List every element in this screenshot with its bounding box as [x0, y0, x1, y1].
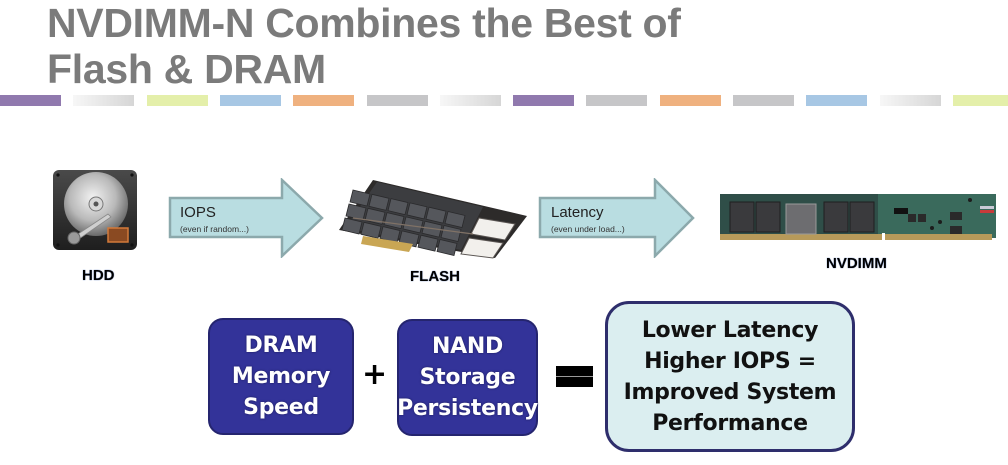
flash-chip: [368, 193, 390, 211]
flash-chip: [440, 225, 462, 242]
flash-chip: [417, 234, 439, 252]
color-bar-segment: [367, 95, 428, 106]
nand-term-line-2: Storage: [419, 365, 516, 390]
nand-term-box: NAND Storage Persistency: [397, 319, 538, 436]
result-box: Lower Latency Higher IOPS = Improved Sys…: [605, 301, 855, 452]
color-bar-segment: [0, 95, 61, 106]
color-bar-segment: [440, 95, 501, 106]
color-bar-segment: [586, 95, 647, 106]
color-bar-segment: [147, 95, 208, 106]
nvdimm-image: [718, 192, 998, 242]
color-bar-segment: [220, 95, 281, 106]
nvdimm-module-icon: [720, 194, 996, 241]
color-bar-segment: [513, 95, 574, 106]
result-line-1: Lower Latency: [641, 317, 819, 343]
nand-term-line-3: Persistency: [397, 396, 538, 421]
color-bar-segment: [806, 95, 867, 106]
slide-title-line-1: NVDIMM-N Combines the Best of: [47, 0, 681, 46]
color-bar-segment: [293, 95, 354, 106]
color-bar-segment: [660, 95, 721, 106]
plus-sign: +: [362, 357, 388, 392]
decorative-color-bar: [0, 95, 1008, 107]
flash-chip: [436, 239, 458, 256]
equals-sign: =: [556, 366, 593, 387]
flash-chip: [406, 202, 428, 220]
result-line-3: Improved System: [623, 379, 837, 405]
color-bar-segment: [733, 95, 794, 106]
stage-label-flash: FLASH: [410, 268, 460, 285]
arrow-label-latency: Latency: [551, 204, 604, 221]
flash-chip: [444, 211, 466, 228]
right-arrow-icon: [168, 177, 324, 259]
dram-term-box: DRAM Memory Speed: [208, 318, 354, 435]
flash-chip: [387, 198, 409, 216]
flash-chip: [360, 221, 382, 239]
flash-chip: [425, 206, 447, 224]
nand-term-line-1: NAND: [432, 334, 503, 359]
flash-chip: [349, 189, 371, 207]
stage-label-nvdimm: NVDIMM: [826, 255, 887, 272]
dram-term-line-2: Memory: [231, 364, 331, 389]
flash-chip: [421, 220, 443, 238]
color-bar-segment: [953, 95, 1008, 106]
flow-arrow-iops: [168, 177, 328, 259]
equals-divider: [556, 376, 593, 377]
result-line-4: Performance: [652, 410, 808, 436]
arrow-sublabel-iops: (even if random...): [180, 224, 249, 234]
color-bar-segment: [880, 95, 941, 106]
flow-arrow-latency: [538, 176, 698, 260]
flash-chip: [341, 217, 363, 235]
equals-bottom-bar: [556, 377, 593, 387]
color-bar-segment: [73, 95, 134, 106]
arrow-sublabel-latency: (even under load...): [551, 224, 625, 234]
hdd-image: [50, 168, 140, 254]
flash-pcie-card-icon: [339, 180, 527, 259]
stage-label-hdd: HDD: [82, 267, 115, 284]
result-line-2: Higher IOPS =: [644, 348, 816, 374]
equals-top-bar: [556, 366, 593, 376]
hard-disk-drive-icon: [53, 170, 137, 250]
slide-title: NVDIMM-N Combines the Best of Flash & DR…: [47, 0, 681, 92]
flash-chip: [345, 203, 367, 221]
dram-term-line-1: DRAM: [244, 333, 318, 358]
dram-term-line-3: Speed: [243, 395, 319, 420]
slide-title-line-2: Flash & DRAM: [47, 46, 326, 92]
arrow-label-iops: IOPS: [180, 204, 216, 221]
flash-card-image: [333, 176, 528, 262]
right-arrow-icon: [538, 176, 695, 260]
